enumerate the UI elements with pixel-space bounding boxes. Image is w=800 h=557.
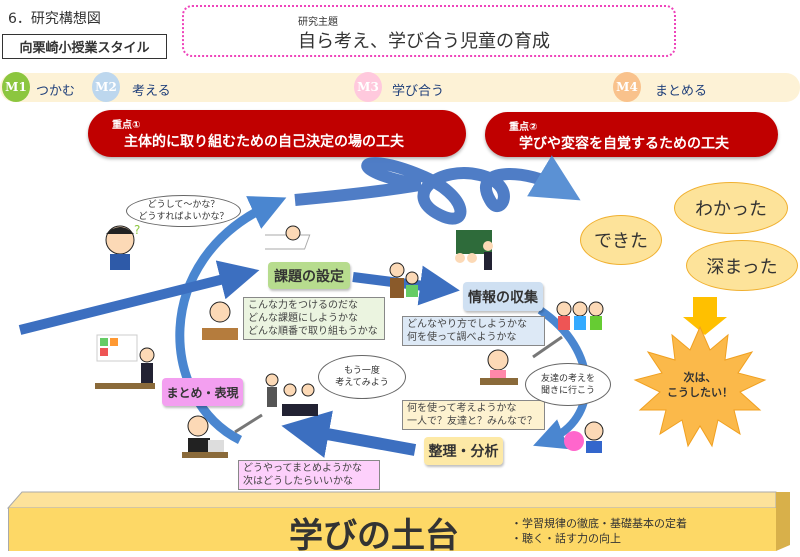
summary-notes: どうやってまとめようかな 次はどうしたらいいかな	[238, 460, 380, 490]
note-line: どんな課題にしようかな	[248, 313, 358, 324]
friends-bubble: 友達の考えを 聞きに行こう	[525, 363, 611, 406]
starburst	[633, 325, 767, 448]
foundation-block: 学びの土台 ・学習規律の徹底・基礎基本の定着 ・聴く・話す力の向上	[8, 508, 776, 556]
bubble-line: 聞きに行こう	[540, 385, 595, 396]
stage-analyze: 整理・分析	[424, 437, 503, 465]
section-title: 6．研究構想図	[8, 11, 101, 27]
foundation-top	[6, 491, 777, 509]
note-line: 一人で？友達と？みんなで？	[407, 416, 537, 427]
note-line: どうやってまとめようかな	[243, 463, 362, 474]
thinking-child-illustration: ?	[105, 223, 140, 270]
foundation-point: ・聴く・話す力の向上	[511, 532, 621, 545]
bubble-line: 考えてみよう	[335, 378, 389, 388]
phase-label-m2: 考える	[132, 84, 171, 99]
phase-badge-m3: M3	[354, 72, 382, 102]
stage-setting: 課題の設定	[268, 262, 350, 289]
phase-badge-m4: M4	[613, 72, 641, 102]
question-bubble: どうして～かな？ どうすればよいかな？	[126, 195, 241, 227]
foundation-point: ・学習規律の徹底・基礎基本の定着	[511, 517, 687, 530]
focus-1: 重点① 主体的に取り組むための自己決定の場の工夫	[88, 110, 466, 157]
arrow-to-summary	[281, 410, 417, 458]
foundation-side	[776, 492, 790, 551]
setting-notes: こんな力をつけるのだな どんな課題にしようかな どんな順番で取り組もうかな	[243, 297, 385, 340]
theme-title: 自ら考え、学び合う児童の育成	[298, 31, 550, 52]
group-discussion-illustration	[265, 373, 318, 416]
phase-label-m4: まとめる	[655, 84, 708, 99]
outcome-wakatta: わかった	[674, 182, 788, 234]
stage-collect: 情報の収集	[463, 282, 543, 311]
phase-label-m3: 学び合う	[392, 84, 445, 99]
focus-2-label: 重点②	[509, 122, 538, 133]
bubble-line: 友達の考えを	[540, 373, 595, 384]
svg-text:?: ?	[134, 223, 140, 237]
note-line: 何を使って調べようかな	[407, 332, 517, 343]
presenting-student-illustration	[95, 334, 155, 389]
note-line: どんなやり方でしようかな	[407, 319, 527, 330]
note-line: どんな順番で取り組もうかな	[248, 326, 378, 337]
collect-notes: どんなやり方でしようかな 何を使って調べようかな	[402, 316, 545, 346]
focus-1-label: 重点①	[112, 120, 141, 131]
science-experiment-illustration	[564, 421, 604, 453]
two-way-arrow-2	[532, 335, 563, 359]
phase-label-m1: つかむ	[36, 84, 76, 99]
note-line: 何を使って考えようかな	[407, 403, 517, 414]
friends-talking-illustration	[556, 301, 604, 330]
bubble-line: もう一度	[344, 366, 380, 376]
foundation-title: 学びの土台	[289, 516, 459, 556]
bubble-line: どうして～かな？	[147, 200, 220, 210]
outcome-fukamatta: 深まった	[686, 240, 798, 291]
note-line: こんな力をつけるのだな	[248, 300, 358, 311]
focus-2: 重点② 学びや変容を自覚するための工夫	[485, 112, 778, 157]
teacher-student-illustration	[389, 262, 419, 298]
big-loop-arrow	[175, 196, 287, 445]
next-line: 次は、	[683, 371, 717, 384]
mat-exercise-illustration	[265, 225, 311, 250]
next-line: こうしたい！	[667, 386, 733, 399]
phase-band	[0, 73, 800, 102]
foundation-points: ・学習規律の徹底・基礎基本の定着 ・聴く・話す力の向上	[511, 516, 687, 546]
phase-badge-m1: M1	[2, 72, 30, 102]
student-thinking-illustration	[480, 349, 518, 385]
student-writing-illustration	[202, 301, 238, 340]
style-label: 向栗崎小授業スタイル	[2, 34, 167, 59]
stage-summary: まとめ・表現	[162, 378, 243, 406]
bubble-line: どうすればよいかな？	[138, 212, 229, 222]
arrow-to-setting	[18, 260, 260, 335]
focus-1-text: 主体的に取り組むための自己決定の場の工夫	[124, 134, 404, 150]
two-way-arrow	[234, 413, 263, 434]
next-text: 次は、 こうしたい！	[660, 370, 740, 400]
focus-2-text: 学びや変容を自覚するための工夫	[519, 136, 729, 152]
theme-label: 研究主題	[298, 17, 338, 28]
analyze-notes: 何を使って考えようかな 一人で？友達と？みんなで？	[402, 400, 545, 430]
phase-badge-m2: M2	[92, 72, 120, 102]
outcome-dekita: できた	[580, 215, 662, 265]
student-laptop-illustration	[182, 415, 228, 458]
retry-bubble: もう一度 考えてみよう	[318, 355, 406, 399]
theme-box: 研究主題 自ら考え、学び合う児童の育成	[182, 5, 676, 57]
classroom-blackboard-illustration	[455, 230, 493, 270]
note-line: 次はどうしたらいいかな	[243, 476, 353, 487]
down-arrow-icon	[683, 297, 727, 335]
spiral-arrow	[294, 155, 581, 225]
